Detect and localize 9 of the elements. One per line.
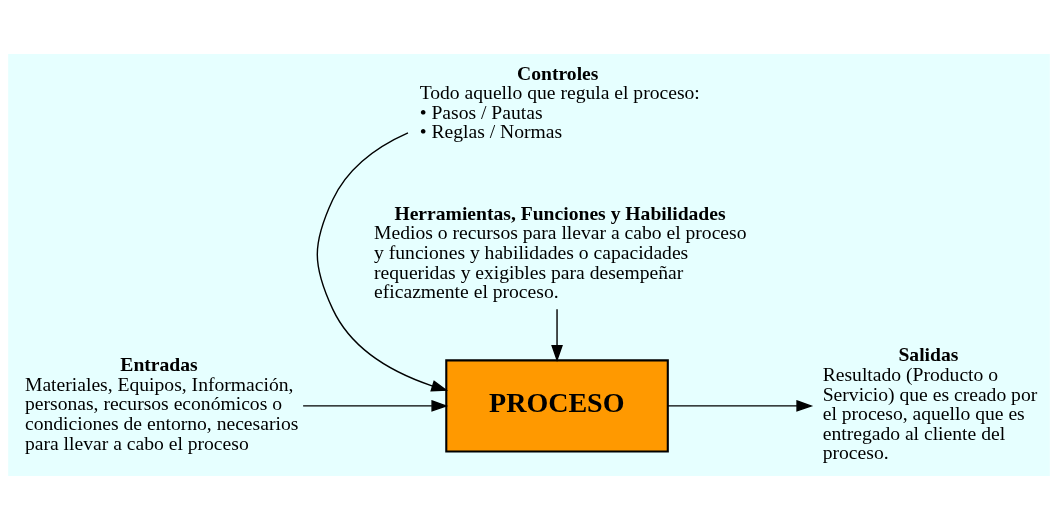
arrow xyxy=(551,308,563,362)
node-text: Herramientas, Funciones y Habilidades Medios o recursos para llevar a cabo el proceso y funciones y habilidades o capacidades requeridas y exigibles para desempeñar eficazmente el proceso. xyxy=(374,202,747,302)
node-text: Salidas Resultado (Producto o Servicio) que es creado por el proceso, aquello que es entregado al cliente del proceso. xyxy=(822,343,1038,463)
node-text: Entradas Materiales, Equipos, Información, personas, recursos económicos o condiciones de entorno, necesarios para llevar a cabo el proceso xyxy=(24,353,299,454)
arrow xyxy=(667,399,814,412)
arrow xyxy=(316,131,449,391)
arrow xyxy=(302,399,449,412)
node-box: PROCESO xyxy=(445,358,669,453)
node-text: Controles Todo aquello que regula el proceso: • Pasos / Pautas • Reglas / Normas xyxy=(419,62,700,142)
